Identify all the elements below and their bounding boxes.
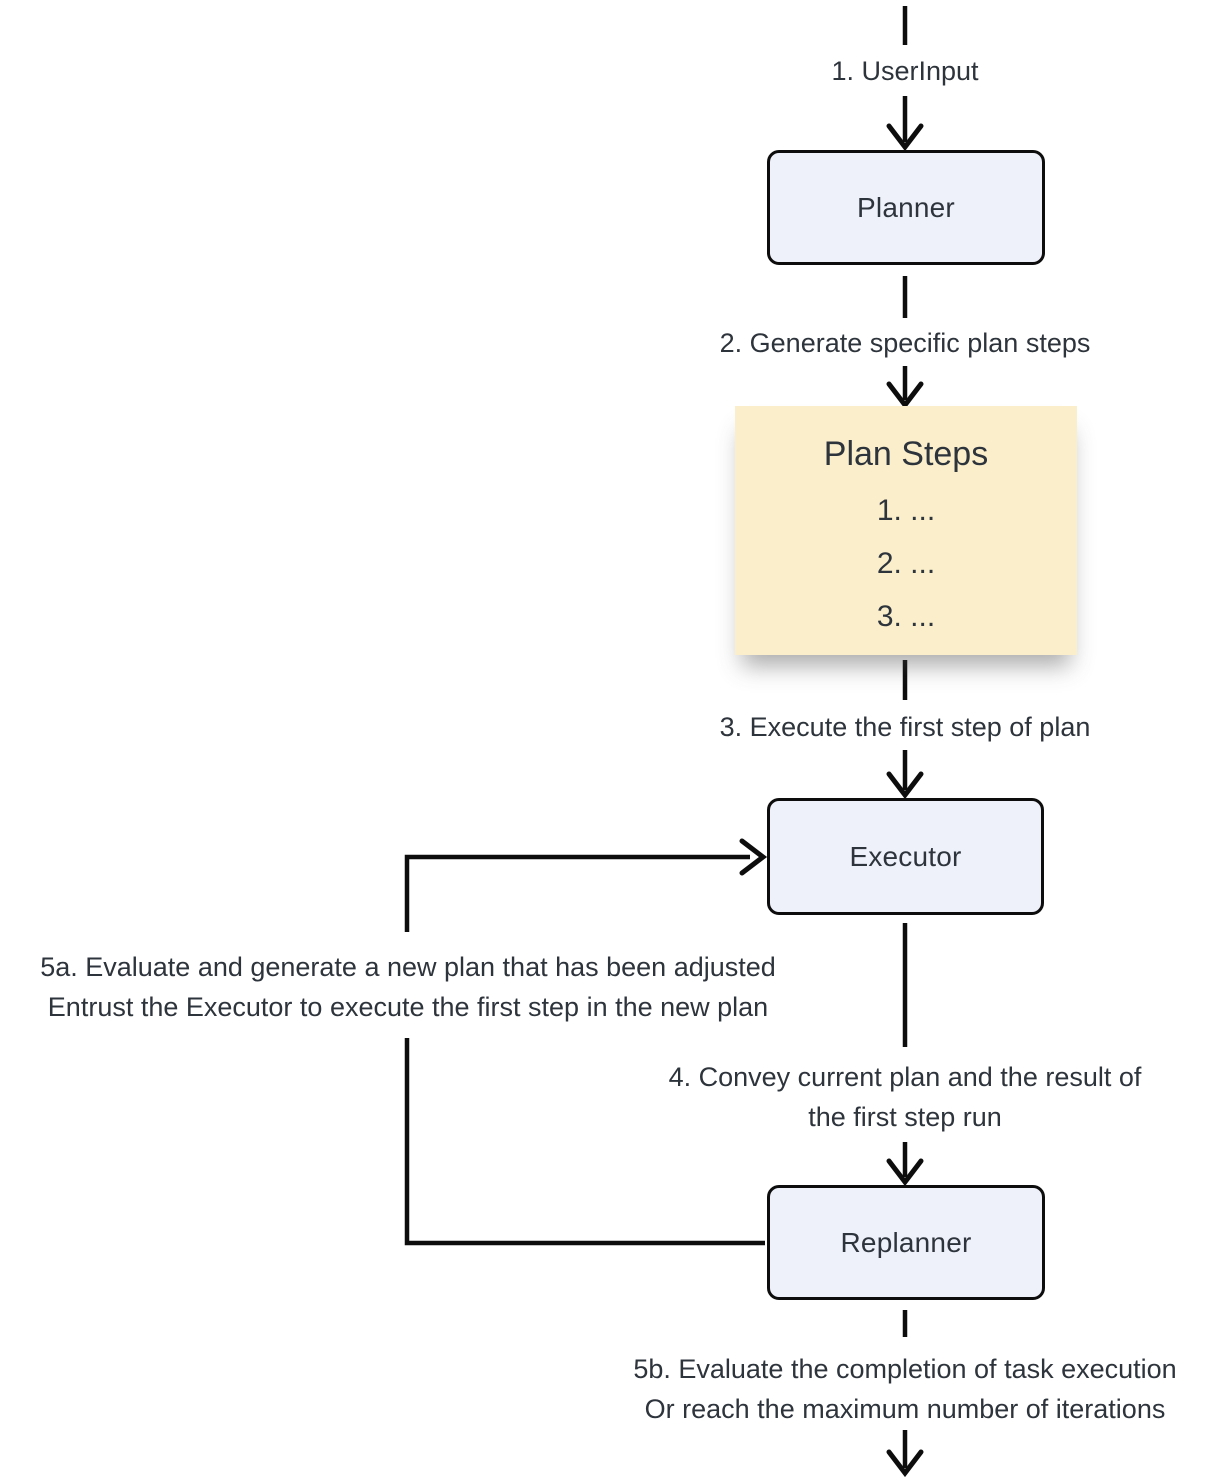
edge-execute <box>886 660 924 800</box>
plan-step-item: 2. ... <box>876 547 936 580</box>
edge-label-replan: 5a. Evaluate and generate a new plan tha… <box>40 952 776 1022</box>
edge-label-generate: 2. Generate specific plan steps <box>719 328 1091 358</box>
planner-node: Planner <box>767 150 1045 265</box>
executor-node: Executor <box>767 798 1044 915</box>
edge-label-convey: 4. Convey current plan and the result of… <box>668 1062 1142 1132</box>
edge-convey <box>886 923 924 1187</box>
arrowhead-right-icon <box>739 838 768 876</box>
arrowhead-down-icon <box>886 123 924 152</box>
edge-label-execute: 3. Execute the first step of plan <box>719 712 1091 742</box>
plan-steps-note: Plan Steps 1. ... 2. ... 3. ... <box>735 406 1077 655</box>
planner-label: Planner <box>857 191 955 223</box>
plan-step-item: 3. ... <box>876 600 936 633</box>
arrowhead-down-icon <box>886 381 924 410</box>
edge-complete <box>886 1310 924 1478</box>
edge-userinput <box>886 6 924 152</box>
plan-step-item: 1. ... <box>876 494 936 527</box>
replanner-label: Replanner <box>840 1226 972 1258</box>
arrowhead-down-icon <box>886 1158 924 1187</box>
edge-generate <box>886 276 924 410</box>
edge-replan-loop <box>404 838 768 1246</box>
edge-label-userinput: 1. UserInput <box>831 56 979 86</box>
arrowhead-down-icon <box>886 1449 924 1478</box>
plan-steps-title: Plan Steps <box>823 435 989 473</box>
executor-label: Executor <box>849 840 962 872</box>
plan-steps-items: 1. ... 2. ... 3. ... <box>735 484 1077 643</box>
arrowhead-down-icon <box>886 771 924 800</box>
edge-label-complete: 5b. Evaluate the completion of task exec… <box>633 1354 1177 1424</box>
replanner-node: Replanner <box>767 1185 1045 1300</box>
